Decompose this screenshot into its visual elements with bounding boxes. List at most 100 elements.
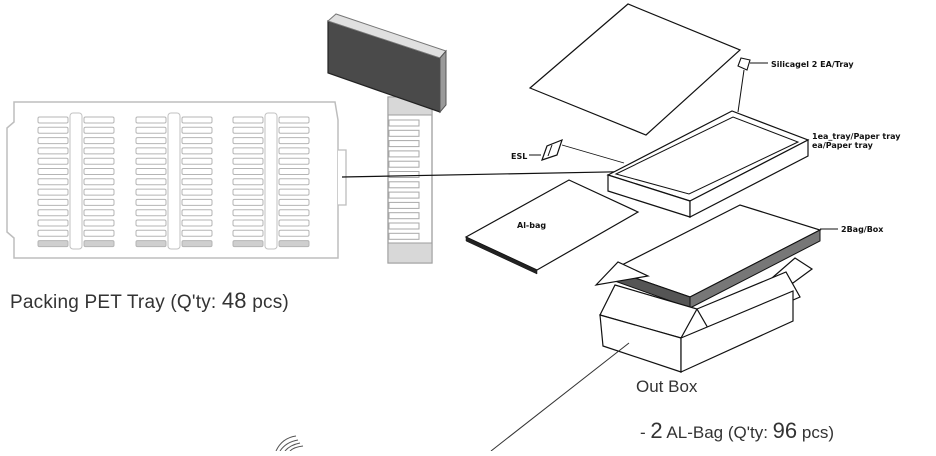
tray-pocket (278, 178, 310, 186)
pet-tray-side-view (387, 96, 433, 264)
tray-pocket (83, 240, 115, 248)
callout-al-bag: Al-bag (517, 221, 546, 230)
tray-pocket (135, 219, 167, 227)
tray-pocket (37, 229, 69, 237)
bag-caption-mid: AL-Bag (Q'ty: (662, 423, 773, 442)
bag-count: 2 (650, 418, 663, 443)
tray-pocket-grid (37, 112, 310, 250)
tray-pocket (232, 240, 264, 248)
tray-pocket (135, 209, 167, 217)
callout-bag-per-box: 2Bag/Box (841, 225, 884, 234)
tray-pocket (135, 188, 167, 196)
callout-paper-tray: 1ea_tray/Paper tray (812, 132, 901, 141)
bagged-tray-block (610, 204, 838, 309)
tray-pocket (181, 209, 213, 217)
tray-pocket (83, 168, 115, 175)
tray-side-rib (388, 191, 420, 199)
tray-pocket (181, 147, 213, 155)
tray-pocket (232, 168, 264, 175)
tray-side-ribs (388, 119, 420, 240)
callout-esl: ESL (511, 152, 527, 161)
tray-pocket (83, 188, 115, 196)
tray-pocket (278, 198, 310, 206)
tray-pocket (278, 168, 310, 175)
tray-pocket (83, 229, 115, 237)
tray-side-rib (388, 212, 420, 220)
bag-caption-prefix: - (640, 423, 651, 442)
tray-pocket (135, 157, 167, 165)
tray-pocket (37, 198, 69, 206)
tray-pocket (232, 209, 264, 217)
tray-stack-block (327, 13, 447, 114)
tray-pocket (278, 116, 310, 124)
tray-caption-suffix: pcs) (246, 292, 289, 313)
tray-pocket (278, 209, 310, 217)
tray-pocket (37, 116, 69, 124)
esl-card (529, 138, 625, 164)
tray-side-rib (388, 140, 420, 148)
top-cover-sheet (528, 3, 742, 136)
tray-pocket (135, 240, 167, 248)
tray-quantity: 48 (221, 288, 247, 313)
paper-tray (606, 110, 810, 218)
tray-pocket-divider (167, 112, 181, 250)
tray-pocket (181, 188, 213, 196)
tray-pocket (37, 137, 69, 145)
pet-tray-front-view (6, 101, 347, 259)
tray-pocket (37, 147, 69, 155)
tray-pocket (181, 157, 213, 165)
tray-pocket (232, 229, 264, 237)
tray-pocket (83, 147, 115, 155)
tray-pocket (37, 126, 69, 134)
tray-pocket (278, 188, 310, 196)
tray-side-rib (388, 171, 420, 178)
tray-pocket (135, 198, 167, 206)
al-bag (464, 179, 640, 275)
tray-side-rib (388, 181, 420, 189)
tray-pocket (278, 147, 310, 155)
tray-pocket (181, 137, 213, 145)
callout-paper-tray-2: ea/Paper tray (812, 141, 874, 150)
tray-pocket (37, 157, 69, 165)
al-bag-caption: - 2 AL-Bag (Q'ty: 96 pcs) (640, 418, 834, 444)
tray-side-rib (388, 160, 420, 168)
tray-pocket (83, 219, 115, 227)
tray-pocket (83, 157, 115, 165)
tray-pocket (232, 147, 264, 155)
tray-pocket (135, 229, 167, 237)
pet-tray-caption: Packing PET Tray (Q'ty: 48 pcs) (10, 288, 289, 314)
tray-pocket (232, 137, 264, 145)
tray-pocket (37, 188, 69, 196)
tray-pocket (83, 178, 115, 186)
bag-caption-suffix: pcs) (797, 423, 834, 442)
tray-pocket (278, 126, 310, 134)
tray-pocket (37, 168, 69, 175)
tray-pocket (135, 147, 167, 155)
partial-drawing-fragment (275, 435, 304, 452)
tray-pocket (232, 157, 264, 165)
tray-pocket (135, 168, 167, 175)
tray-pocket-divider (264, 112, 278, 250)
tray-pocket (83, 116, 115, 124)
tray-pocket (232, 116, 264, 124)
tray-pocket (37, 209, 69, 217)
tray-pocket (278, 137, 310, 145)
tray-pocket (278, 219, 310, 227)
tray-pocket (181, 229, 213, 237)
tray-side-rib (388, 201, 420, 209)
silica-gel-pack (737, 57, 768, 113)
tray-side-rib (388, 150, 420, 158)
tray-pocket (83, 209, 115, 217)
tray-pocket (83, 198, 115, 206)
tray-side-rib (388, 129, 420, 137)
tray-pocket (232, 219, 264, 227)
tray-pocket (181, 198, 213, 206)
tray-pocket (181, 168, 213, 175)
tray-side-rib (388, 222, 420, 230)
tray-pocket-divider (69, 112, 83, 250)
tray-side-rib (388, 119, 420, 127)
tray-pocket (135, 126, 167, 134)
outer-carton (594, 257, 814, 373)
